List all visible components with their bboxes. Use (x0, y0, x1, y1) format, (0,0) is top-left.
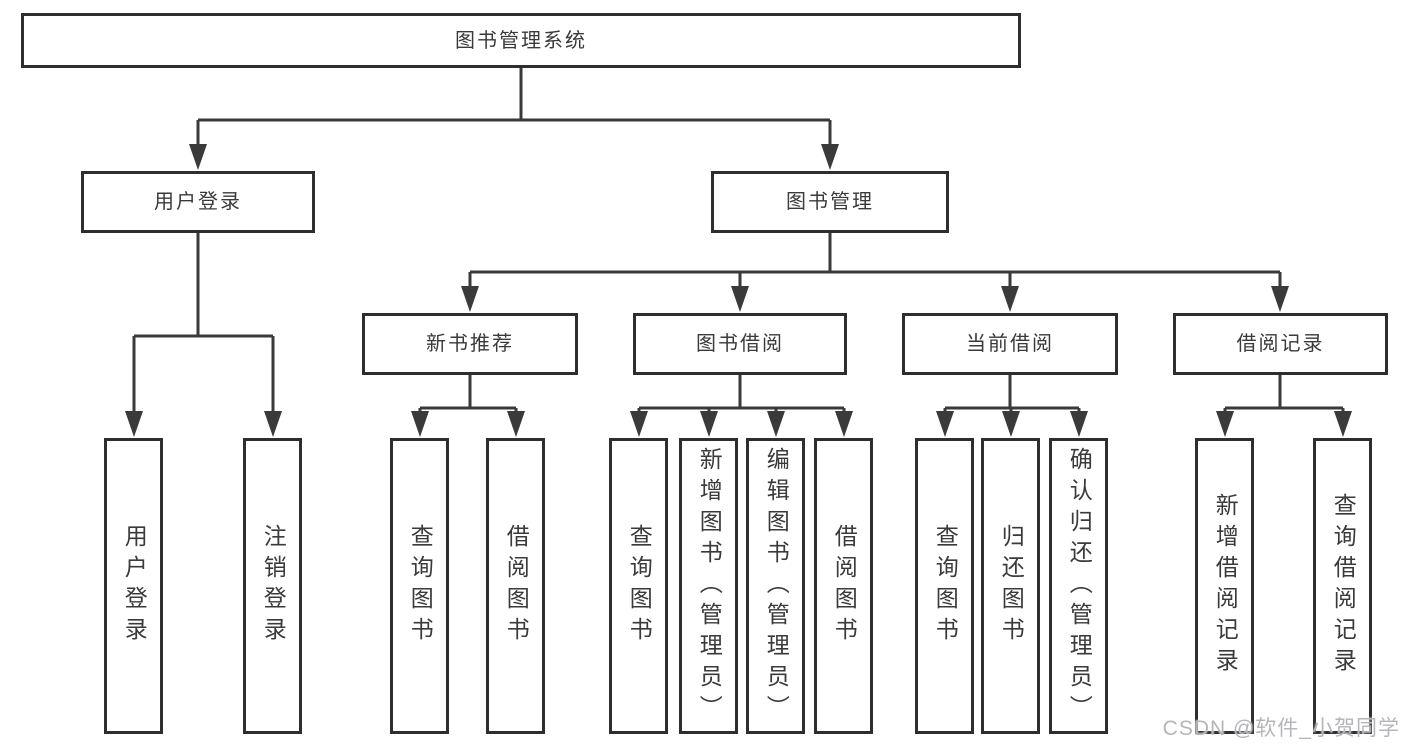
arrowhead-icon (507, 411, 525, 437)
arrowhead-icon (1001, 286, 1019, 312)
csdn-watermark: CSDN @软件_小贺同学 (1162, 717, 1400, 740)
arrowhead-icon (835, 411, 853, 437)
connector-root-to-level2 (196, 68, 832, 150)
arrowhead-icon (125, 411, 143, 437)
node-user-login: 用户登录 (81, 171, 315, 233)
arrowhead-icon (767, 411, 785, 437)
connector-current-children (943, 375, 1081, 415)
node-leaf-query-books-2: 查询图书 (609, 438, 668, 734)
node-leaf-user-login: 用户登录 (104, 438, 163, 734)
node-leaf-query-borrow-record: 查询借阅记录 (1313, 438, 1372, 734)
connector-borrow-children (637, 375, 846, 415)
arrowhead-icon (189, 144, 207, 170)
arrowheads (125, 144, 1352, 437)
node-leaf-borrow-books-2: 借阅图书 (814, 438, 873, 734)
node-leaf-query-books-1: 查询图书 (390, 438, 449, 734)
connector-newbook-children (418, 375, 518, 415)
arrowhead-icon (630, 411, 648, 437)
arrowhead-icon (821, 144, 839, 170)
node-leaf-add-borrow-record: 新增借阅记录 (1195, 438, 1254, 734)
connector-paths (132, 68, 1345, 415)
node-new-book-recommend: 新书推荐 (362, 313, 578, 375)
node-leaf-edit-books-admin: 编辑图书（管理员） (746, 438, 805, 734)
node-current-borrowing: 当前借阅 (902, 313, 1118, 375)
arrowhead-icon (1334, 411, 1352, 437)
node-leaf-return-books: 归还图书 (981, 438, 1040, 734)
node-leaf-confirm-return-admin: 确认归还（管理员） (1049, 438, 1108, 734)
node-book-borrowing: 图书借阅 (633, 313, 847, 375)
arrowhead-icon (264, 411, 282, 437)
node-leaf-add-books-admin: 新增图书（管理员） (679, 438, 738, 734)
node-leaf-borrow-books-1: 借阅图书 (486, 438, 545, 734)
connector-bookmgmt-children (468, 233, 1282, 291)
arrowhead-icon (1271, 286, 1289, 312)
arrowhead-icon (700, 411, 718, 437)
node-leaf-logout: 注销登录 (243, 438, 302, 734)
arrowhead-icon (1002, 411, 1020, 437)
arrowhead-icon (411, 411, 429, 437)
node-borrowing-records: 借阅记录 (1173, 313, 1388, 375)
arrowhead-icon (461, 286, 479, 312)
node-leaf-query-books-3: 查询图书 (915, 438, 974, 734)
node-library-system: 图书管理系统 (21, 13, 1021, 68)
arrowhead-icon (731, 286, 749, 312)
connector-userlogin-children (132, 233, 275, 415)
arrowhead-icon (1070, 411, 1088, 437)
arrowhead-icon (936, 411, 954, 437)
node-book-management: 图书管理 (711, 171, 949, 233)
arrowhead-icon (1216, 411, 1234, 437)
connector-records-children (1223, 375, 1345, 415)
